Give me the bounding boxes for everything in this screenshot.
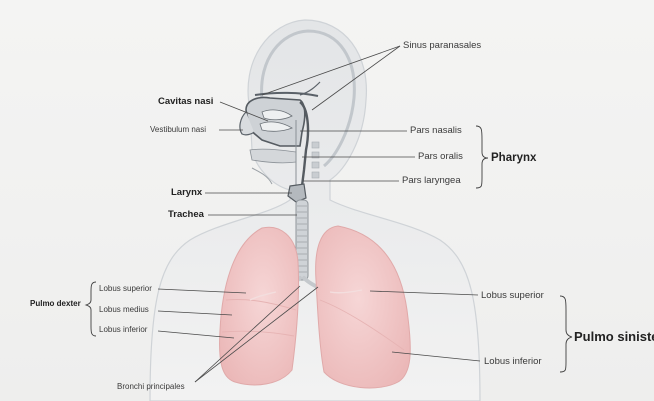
label-pulmo-sinister: Pulmo siniste [574,330,654,343]
label-cavitas-nasi: Cavitas nasi [158,97,213,107]
label-larynx: Larynx [171,188,202,198]
label-pars-laryngea: Pars laryngea [402,176,461,186]
label-pars-nasalis: Pars nasalis [410,126,462,136]
label-vestibulum-nasi: Vestibulum nasi [150,126,206,134]
label-sinus-paranasales: Sinus paranasales [403,41,481,51]
label-lobus-superior-dexter: Lobus superior [99,285,152,293]
label-trachea: Trachea [168,210,204,220]
label-lobus-superior-sinister: Lobus superior [481,291,544,301]
label-lobus-inferior-dexter: Lobus inferior [99,326,147,334]
label-pharynx: Pharynx [491,153,536,165]
label-pars-oralis: Pars oralis [418,152,463,162]
label-lobus-inferior-sinister: Lobus inferior [484,357,542,367]
label-lobus-medius: Lobus medius [99,306,149,314]
label-bronchi-principales: Bronchi principales [117,383,185,391]
label-pulmo-dexter: Pulmo dexter [30,300,81,308]
